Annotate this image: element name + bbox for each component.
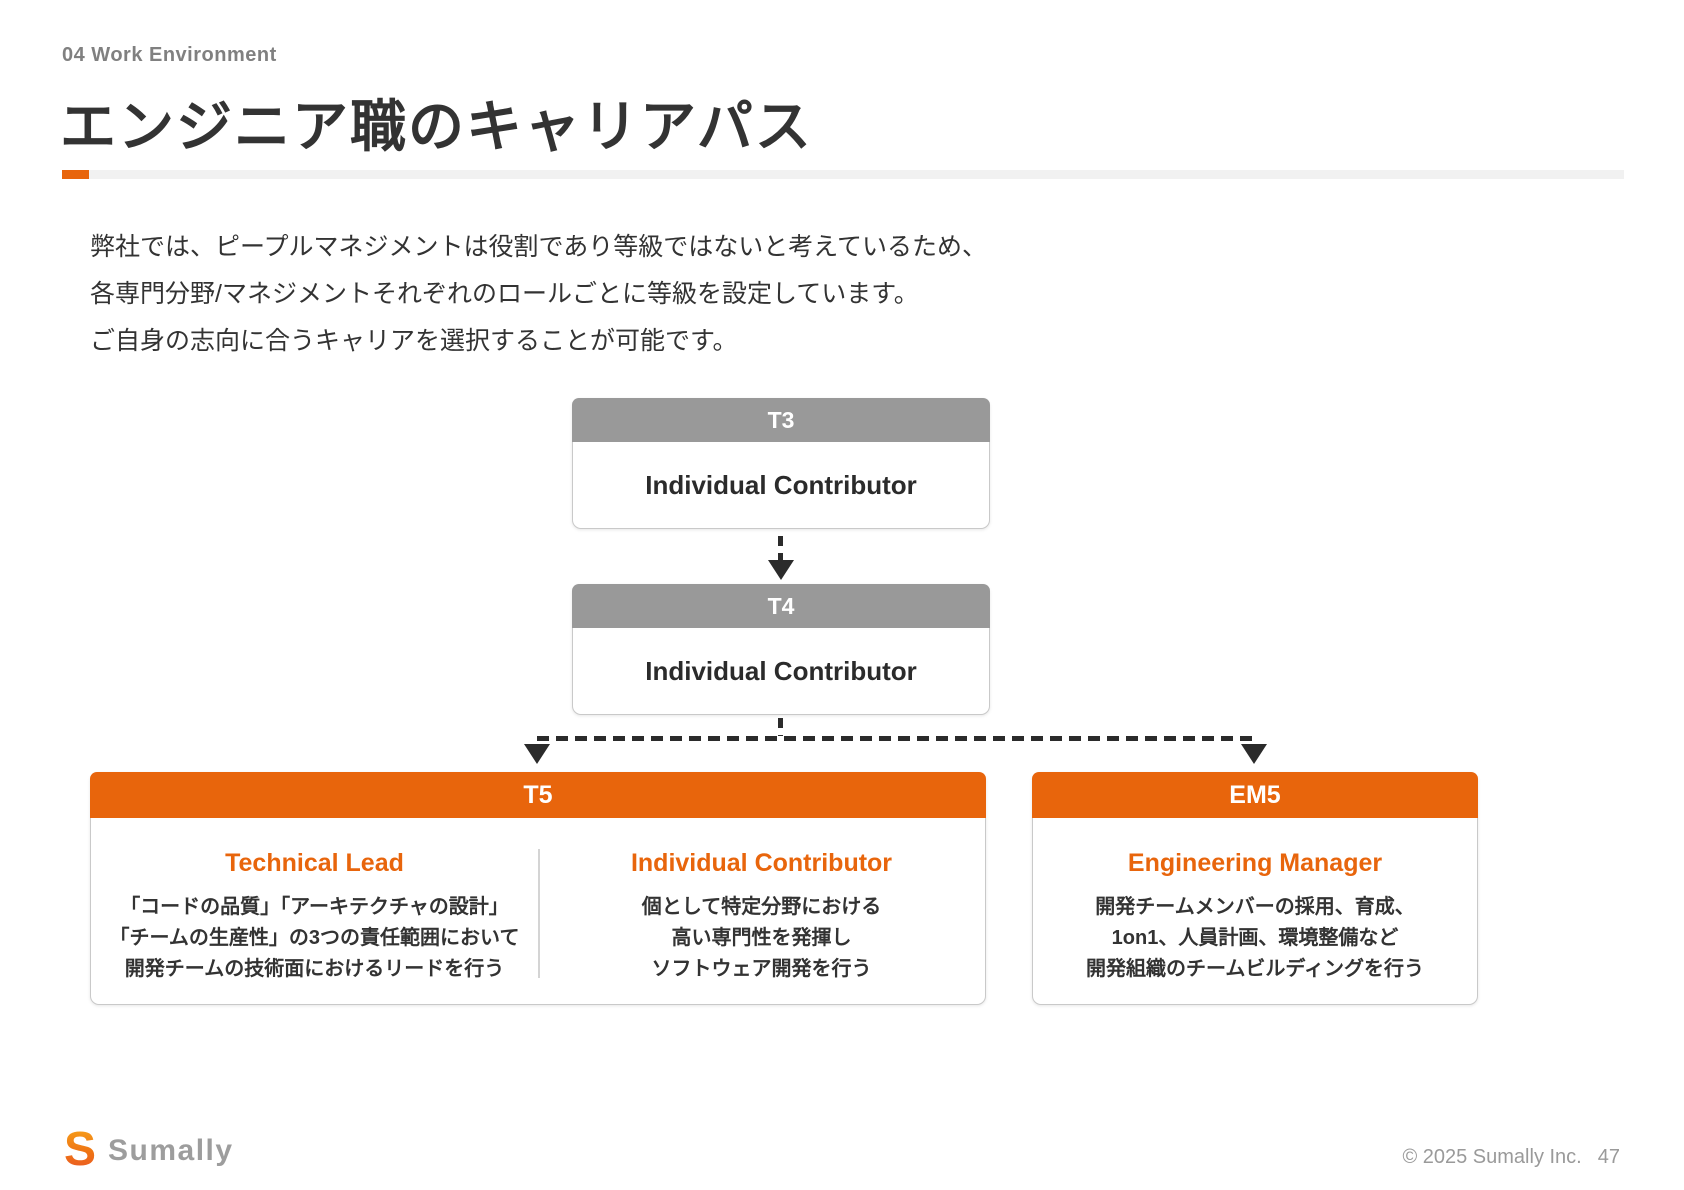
role-desc-line: 高い専門性を発揮し	[671, 927, 852, 949]
grade-header-t3: T3	[572, 398, 990, 442]
grade-box-t4: T4 Individual Contributor	[572, 584, 990, 715]
page-title: エンジニア職のキャリアパス	[60, 95, 813, 158]
role-desc-line: 「コードの品質」「アーキテクチャの設計」	[120, 896, 509, 918]
role-engineering-manager: Engineering Manager 開発チームメンバーの採用、育成、 1on…	[1033, 819, 1477, 1004]
role-title: Engineering Manager	[1127, 849, 1383, 877]
grade-role-t4: Individual Contributor	[645, 656, 917, 686]
role-desc-line: 個として特定分野における	[641, 896, 882, 918]
role-title: Technical Lead	[225, 849, 404, 877]
arrowhead-em5	[1241, 744, 1267, 764]
section-label: 04 Work Environment	[62, 44, 277, 66]
role-desc-line: 開発チームの技術面におけるリードを行う	[124, 958, 505, 980]
page-number: 47	[1597, 1146, 1620, 1168]
title-divider	[62, 170, 1624, 179]
sumally-logo: S Sumally	[60, 1124, 234, 1172]
grade-box-em5: EM5 Engineering Manager 開発チームメンバーの採用、育成、…	[1032, 772, 1478, 1005]
role-technical-lead: Technical Lead 「コードの品質」「アーキテクチャの設計」 「チーム…	[91, 819, 538, 1004]
role-desc-line: 「チームの生産性」の3つの責任範囲において	[109, 927, 520, 949]
arrow-line-t3-t4	[778, 536, 783, 560]
intro-line-1: 弊社では、ピープルマネジメントは役割であり等級ではないと考えているため、	[90, 233, 988, 261]
footer-copyright: © 2025 Sumally Inc. 47	[1402, 1146, 1620, 1169]
title-divider-accent	[62, 170, 89, 179]
grade-header-t5: T5	[90, 772, 986, 818]
intro-line-2: 各専門分野/マネジメントそれぞれのロールごとに等級を設定しています。	[90, 280, 919, 308]
intro-line-3: ご自身の志向に合うキャリアを選択することが可能です。	[90, 327, 738, 355]
role-title: Individual Contributor	[630, 849, 893, 877]
role-desc-line: 開発組織のチームビルディングを行う	[1086, 958, 1424, 980]
sumally-logo-icon: S	[64, 1124, 96, 1172]
grade-header-t4: T4	[572, 584, 990, 628]
branch-horizontal-line	[537, 736, 1254, 741]
role-desc-line: 開発チームメンバーの採用、育成、	[1095, 896, 1415, 918]
intro-paragraph: 弊社では、ピープルマネジメントは役割であり等級ではないと考えているため、 各専門…	[90, 224, 987, 365]
arrowhead-t4	[768, 560, 794, 580]
grade-box-t3: T3 Individual Contributor	[572, 398, 990, 529]
grade-role-t3: Individual Contributor	[645, 470, 917, 500]
column-divider	[538, 849, 540, 978]
logo-wordmark: Sumally	[108, 1134, 234, 1167]
role-desc-line: ソフトウェア開発を行う	[651, 958, 872, 980]
grade-header-em5: EM5	[1032, 772, 1478, 818]
branch-stub-line	[778, 718, 783, 736]
grade-box-t5: T5 Technical Lead 「コードの品質」「アーキテクチャの設計」 「…	[90, 772, 986, 1005]
arrowhead-t5	[524, 744, 550, 764]
role-desc-line: 1on1、人員計画、環境整備など	[1111, 927, 1399, 949]
logo-initial: S	[64, 1124, 96, 1172]
role-individual-contributor-t5: Individual Contributor 個として特定分野における 高い専門…	[538, 819, 985, 1004]
copyright-text: © 2025 Sumally Inc.	[1402, 1146, 1582, 1168]
